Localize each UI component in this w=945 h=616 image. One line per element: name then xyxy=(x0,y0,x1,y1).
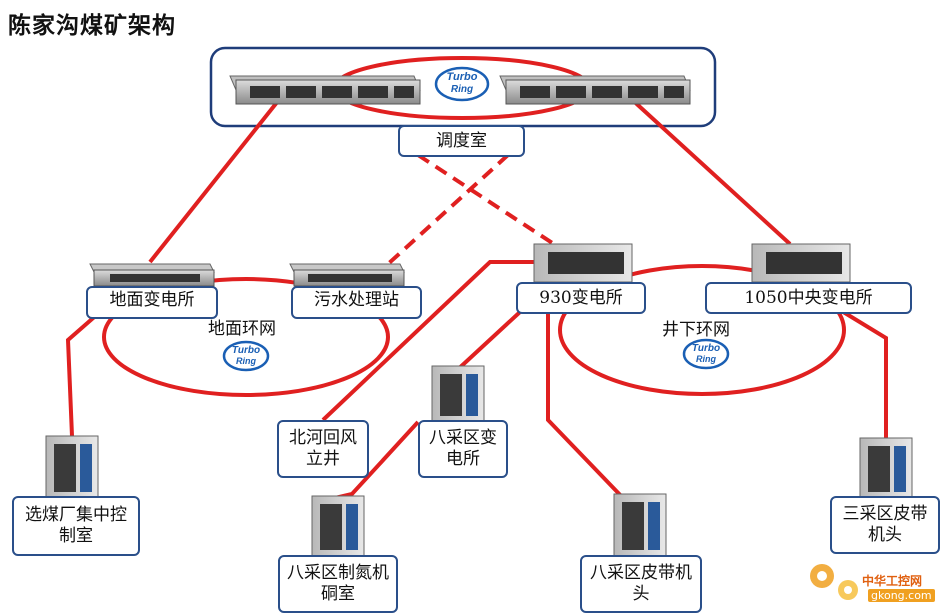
turbo-ring-logo-underground: Turbo Ring xyxy=(682,338,730,370)
node-bacai-nitrogen: 八采区制氮机硐室 xyxy=(278,555,398,613)
link-930-belt xyxy=(546,312,627,502)
node-beihe-shaft: 北河回风立井 xyxy=(277,420,369,478)
switch-sewage xyxy=(289,263,405,287)
logo-surface-line1: Turbo xyxy=(232,345,260,356)
node-bacai-substation: 八采区变电所 xyxy=(418,420,508,478)
link-930-bacaisub xyxy=(453,310,522,374)
switch-930 xyxy=(533,243,633,283)
node-dispatch-room: 调度室 xyxy=(398,125,525,157)
link-ground-coalprep xyxy=(65,310,102,437)
underground-ring-label: 井下环网 xyxy=(662,320,730,340)
link-dispatch-sewage-dashed xyxy=(386,153,510,266)
turbo-ring-logo-top: Turbo Ring xyxy=(434,66,490,102)
node-930-substation: 930变电所 xyxy=(516,282,646,314)
link-930-beihe xyxy=(321,260,540,422)
watermark-brand: 中华工控网 xyxy=(862,574,923,588)
logo-top-line2: Ring xyxy=(451,84,473,95)
device-sancai xyxy=(859,437,913,499)
logo-surface-line2: Ring xyxy=(236,356,256,366)
logo-top-line1: Turbo xyxy=(447,71,478,83)
link-1050-sancai xyxy=(838,308,888,440)
switch-1050 xyxy=(751,243,851,283)
link-dispatch-1050 xyxy=(626,94,792,246)
logo-under-line1: Turbo xyxy=(692,343,720,354)
page-title: 陈家沟煤矿架构 xyxy=(8,13,176,39)
node-sewage-station: 污水处理站 xyxy=(291,286,422,319)
gear-icon xyxy=(810,564,858,600)
node-sancai-belt: 三采区皮带机头 xyxy=(830,496,940,554)
link-dispatch-930-dashed xyxy=(416,153,562,250)
device-belt xyxy=(613,493,667,557)
node-1050-substation: 1050中央变电所 xyxy=(705,282,912,314)
device-nitrogen xyxy=(311,495,365,557)
surface-ring-label: 地面环网 xyxy=(208,319,276,339)
rack-switch-right xyxy=(499,75,691,105)
turbo-ring-logo-surface: Turbo Ring xyxy=(222,340,270,372)
watermark-url: gkong.com xyxy=(868,589,935,602)
rack-switch-left xyxy=(229,75,421,105)
link-dispatch-ground xyxy=(148,94,284,264)
switch-ground xyxy=(89,263,215,287)
device-coalprep xyxy=(45,435,99,499)
logo-under-line2: Ring xyxy=(696,354,716,364)
surface-ring xyxy=(102,277,390,397)
node-coal-prep-control: 选煤厂集中控制室 xyxy=(12,496,140,556)
underground-ring xyxy=(558,264,846,396)
node-bacai-belt: 八采区皮带机头 xyxy=(580,555,702,613)
node-ground-substation: 地面变电所 xyxy=(86,286,218,319)
device-bacaisub xyxy=(431,365,485,423)
